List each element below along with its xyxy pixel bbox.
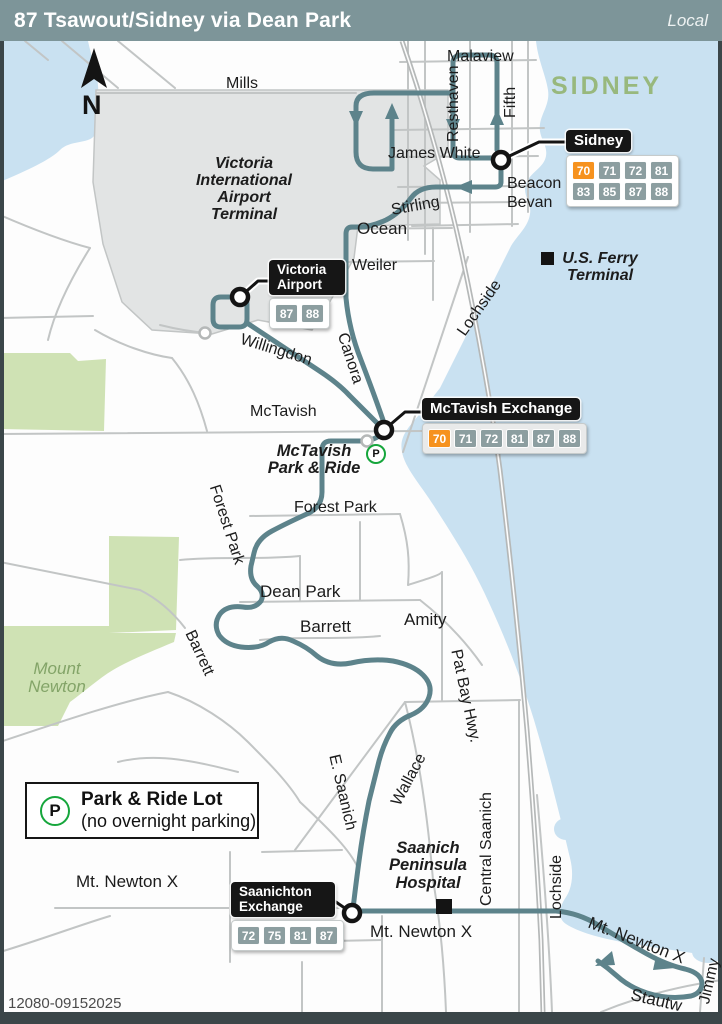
street-label-lochside-south: Lochside [548, 854, 565, 919]
map-frame [0, 41, 722, 1024]
legend-p-icon: P [40, 795, 70, 826]
route-badge-83: 83 [572, 182, 595, 201]
route-badge-87: 87 [275, 304, 298, 324]
street-label-mt-newton-south: Mt. Newton X [370, 922, 473, 941]
legend-title: Park & Ride Lot [81, 789, 223, 810]
callout-saanichton-title: Saanichton Exchange [231, 882, 335, 918]
route-badge-81: 81 [506, 429, 529, 448]
stop-marker-sidney [490, 149, 512, 171]
route-badge-87: 87 [532, 429, 555, 448]
street-label-weiler: Weiler [352, 257, 398, 274]
route-badge-87: 87 [624, 182, 647, 201]
street-label-mctavish: McTavish [250, 403, 317, 420]
mount-newton-label: Mount Newton [28, 659, 86, 697]
mctavish-park-ride-label: McTavish Park & Ride [267, 442, 361, 478]
minor-nodes [198, 326, 374, 448]
street-label-bevan: Bevan [507, 194, 553, 211]
route-badge-70: 70 [572, 161, 595, 180]
stop-marker-saanichton-exchange [341, 902, 363, 924]
park-ride-p-icon: P [366, 444, 386, 464]
street-label-james-white: James White [388, 145, 481, 162]
stop-marker-mctavish-exchange [373, 419, 395, 441]
street-label-amity: Amity [404, 610, 447, 629]
ocean-shape [401, 41, 722, 958]
route-badge-88: 88 [558, 429, 581, 448]
city-label-sidney: SIDNEY [551, 72, 663, 100]
street-label-beacon: Beacon [507, 175, 562, 192]
service-type-label: Local [667, 10, 708, 30]
street-label-forest-park: Forest Park [294, 499, 377, 516]
pat-bay-highway [399, 40, 546, 1013]
callout-sidney-title: Sidney [566, 130, 632, 152]
street-label-resthaven: Resthaven [445, 65, 462, 143]
park-patch [109, 536, 179, 633]
route-badge-81: 81 [289, 926, 312, 946]
pond [692, 941, 722, 963]
callout-mctavish-title: McTavish Exchange [422, 398, 581, 420]
route-badge-81: 81 [650, 161, 673, 180]
route-87-line [210, 52, 705, 1000]
street-label-mt-newton-west: Mt. Newton X [76, 872, 179, 891]
street-label-dean-park: Dean Park [260, 582, 341, 601]
route-badge-72: 72 [480, 429, 503, 448]
street-label-ocean: Ocean [357, 219, 408, 238]
mount-newton-park [0, 626, 176, 726]
legend-note: (no overnight parking) [81, 811, 257, 831]
route-badge-85: 85 [598, 182, 621, 201]
airport-terminal-label: Victoria International Airport Terminal [195, 155, 292, 223]
route-badge-70: 70 [428, 429, 451, 448]
hospital-label: Saanich Peninsula Hospital [389, 839, 467, 892]
map-header: 87 Tsawout/Sidney via Dean Park Local [0, 0, 722, 41]
route-title: 87 Tsawout/Sidney via Dean Park [14, 8, 352, 32]
route-badge-72: 72 [237, 926, 260, 946]
us-ferry-terminal-label: U.S. Ferry Terminal [562, 250, 638, 284]
route-badge-72: 72 [624, 161, 647, 180]
street-label-fifth: Fifth [502, 86, 519, 118]
route-badge-87: 87 [315, 926, 338, 946]
hospital-marker [436, 899, 452, 914]
north-label: N [82, 90, 102, 120]
street-label-malaview: Malaview [447, 48, 514, 65]
parkland-areas [0, 353, 179, 726]
pond [554, 818, 578, 840]
route-badge-71: 71 [454, 429, 477, 448]
water-area [0, 41, 722, 963]
route-direction-arrows [349, 103, 675, 970]
route-badge-88: 88 [650, 182, 673, 201]
route-badge-71: 71 [598, 161, 621, 180]
callout-victoria-airport-title: Victoria Airport [269, 260, 345, 296]
route-badge-88: 88 [301, 304, 324, 324]
stop-markers [229, 149, 512, 924]
street-label-central-saanich: Central Saanich [478, 792, 495, 906]
stop-marker-victoria-airport [229, 286, 251, 308]
inlet-shape [0, 41, 99, 182]
park-patch [0, 353, 106, 431]
street-label-barrett: Barrett [300, 617, 352, 636]
street-label-mills: Mills [226, 75, 258, 92]
park-ride-legend: P Park & Ride Lot (no overnight parking) [25, 782, 259, 839]
ferry-terminal-marker [541, 252, 554, 265]
minor-roads [0, 40, 722, 1013]
route-badge-75: 75 [263, 926, 286, 946]
plate-code: 12080-09152025 [8, 995, 122, 1012]
airport-grounds [92, 89, 449, 335]
north-arrow-icon [81, 48, 107, 88]
